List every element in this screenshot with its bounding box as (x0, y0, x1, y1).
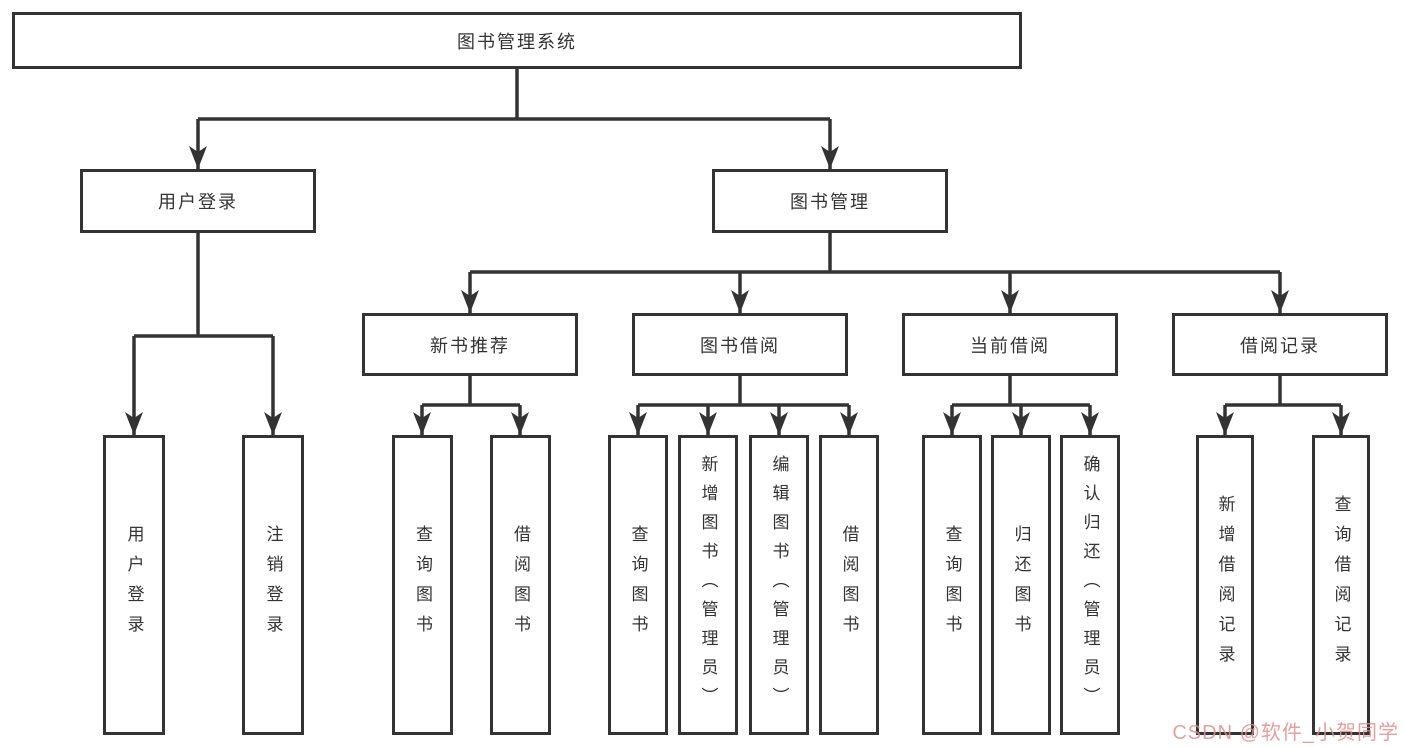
node-new-book-recommend: 新书推荐 (362, 313, 578, 376)
node-label: 编辑图书（管理员） (769, 454, 789, 716)
node-current-borrowing: 当前借阅 (902, 313, 1118, 376)
csdn-watermark: CSDN @软件_小贺同学 (1172, 722, 1399, 744)
node-borrowing-records: 借阅记录 (1172, 313, 1388, 376)
leaf-return-books: 归还图书 (991, 435, 1051, 735)
connector-paths (132, 68, 1343, 435)
node-label: 借阅记录 (1240, 335, 1320, 356)
node-label: 查询借阅记录 (1331, 495, 1351, 675)
leaf-edit-books-admin: 编辑图书（管理员） (749, 435, 809, 735)
leaf-query-books-borrowing: 查询图书 (608, 435, 668, 735)
node-label: 归还图书 (1011, 525, 1031, 645)
arrowheads (125, 146, 1350, 435)
node-label: 用户登录 (124, 525, 144, 645)
node-label: 新增图书（管理员） (698, 454, 718, 716)
node-user-login-branch: 用户登录 (80, 169, 316, 233)
node-label: 新书推荐 (430, 335, 510, 356)
node-label: 查询图书 (628, 525, 648, 645)
node-label: 借阅图书 (511, 525, 530, 645)
node-label: 查询图书 (413, 525, 432, 645)
leaf-add-borrow-record: 新增借阅记录 (1196, 435, 1254, 735)
node-label: 查询图书 (942, 525, 962, 645)
node-label: 注销登录 (263, 525, 283, 645)
leaf-logout: 注销登录 (242, 435, 304, 735)
node-label: 借阅图书 (839, 525, 859, 645)
node-label: 用户登录 (158, 192, 238, 212)
leaf-add-books-admin: 新增图书（管理员） (678, 435, 738, 735)
node-label: 当前借阅 (970, 335, 1050, 356)
node-label: 确认归还（管理员） (1080, 454, 1100, 716)
leaf-confirm-return-admin: 确认归还（管理员） (1060, 435, 1120, 735)
leaf-query-borrow-record: 查询借阅记录 (1312, 435, 1370, 735)
leaf-query-books-current: 查询图书 (922, 435, 982, 735)
leaf-borrow-books: 借阅图书 (819, 435, 879, 735)
leaf-query-books-recommend: 查询图书 (392, 435, 453, 735)
leaf-user-login: 用户登录 (103, 435, 165, 735)
node-label: 图书管理系统 (457, 31, 577, 52)
leaf-borrow-books-recommend: 借阅图书 (490, 435, 551, 735)
node-book-borrowing: 图书借阅 (632, 313, 848, 376)
node-system-root: 图书管理系统 (12, 12, 1022, 69)
node-label: 图书借阅 (700, 335, 780, 356)
node-book-management-branch: 图书管理 (712, 169, 948, 233)
node-label: 图书管理 (790, 192, 870, 212)
node-label: 新增借阅记录 (1215, 495, 1235, 675)
